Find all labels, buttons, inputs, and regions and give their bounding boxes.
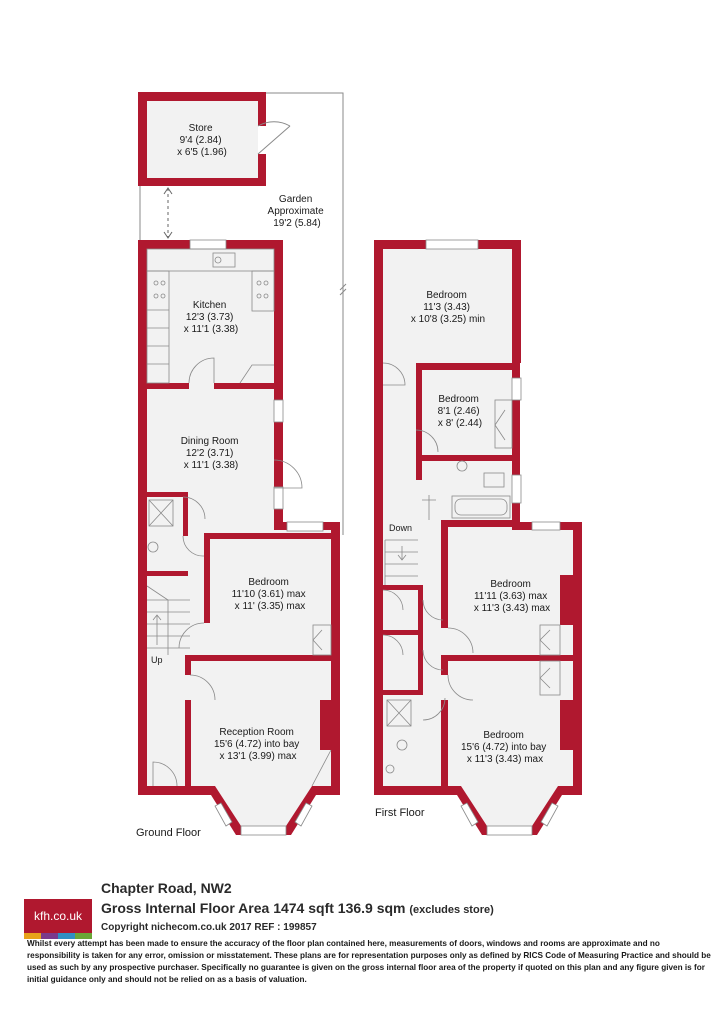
ground-windows [189,239,324,836]
first-windows [425,239,561,836]
store-room [138,92,291,186]
kitchen-label: Kitchen 12'3 (3.73) x 11'1 (3.38) [184,300,239,335]
dining-room-label: Dining Room 12'2 (3.71) x 11'1 (3.38) [181,436,242,471]
first-bedroom-1-label: Bedroom 11'3 (3.43) x 10'8 (3.25) min [411,290,485,325]
logo-stripes [24,933,92,939]
kfh-logo: kfh.co.uk [24,899,92,939]
ground-bathroom-fittings [147,496,206,557]
down-stairs-label: Down [389,523,412,533]
ground-interior-walls [147,383,331,786]
kitchen-fittings [146,248,275,384]
first-bedroom-3-label: Bedroom 11'11 (3.63) max x 11'3 (3.43) m… [474,579,550,614]
up-stairs-label: Up [151,655,163,665]
first-fittings [382,362,561,774]
reception-doors [152,674,332,787]
first-floor-title: First Floor [375,807,425,819]
stripe-purple [41,933,58,939]
stripe-green [75,933,92,939]
dining-door [273,459,303,489]
ground-bedroom-label: Bedroom 11'10 (3.61) max x 11' (3.35) ma… [232,577,309,612]
stripe-blue [58,933,75,939]
property-address: Chapter Road, NW2 [101,880,232,896]
logo-text: kfh.co.uk [24,899,92,933]
floor-area: Gross Internal Floor Area 1474 sqft 136.… [101,900,494,916]
garden-label: Garden Approximate 19'2 (5.84) [268,194,327,229]
reception-room-label: Reception Room 15'6 (4.72) into bay x 13… [214,727,302,762]
ground-bay-windows [214,802,313,827]
ground-bedroom-fittings [178,622,332,656]
stripe-orange [24,933,41,939]
floor-area-note: (excludes store) [409,904,494,916]
floor-area-value: Gross Internal Floor Area 1474 sqft 136.… [101,900,406,916]
first-floor-plan [374,239,582,836]
ground-floor-title: Ground Floor [136,827,201,839]
garden-outline [266,92,344,535]
first-interior-walls [383,363,573,786]
ground-floor-plan [138,92,347,836]
first-bedroom-2-label: Bedroom 8'1 (2.46) x 8' (2.44) [438,394,483,429]
first-bedroom-4-label: Bedroom 15'6 (4.72) into bay x 11'3 (3.4… [461,730,549,765]
ground-stairs [146,585,190,655]
footer: kfh.co.uk Chapter Road, NW2 Gross Intern… [0,872,715,1033]
first-floor-interior [383,249,573,826]
copyright: Copyright nichecom.co.uk 2017 REF : 1998… [101,922,317,933]
store-label: Store 9'4 (2.84) x 6'5 (1.96) [177,123,227,158]
floor-plan: Store 9'4 (2.84) x 6'5 (1.96) Garden App… [136,92,582,839]
disclaimer: Whilst every attempt has been made to en… [27,939,711,984]
